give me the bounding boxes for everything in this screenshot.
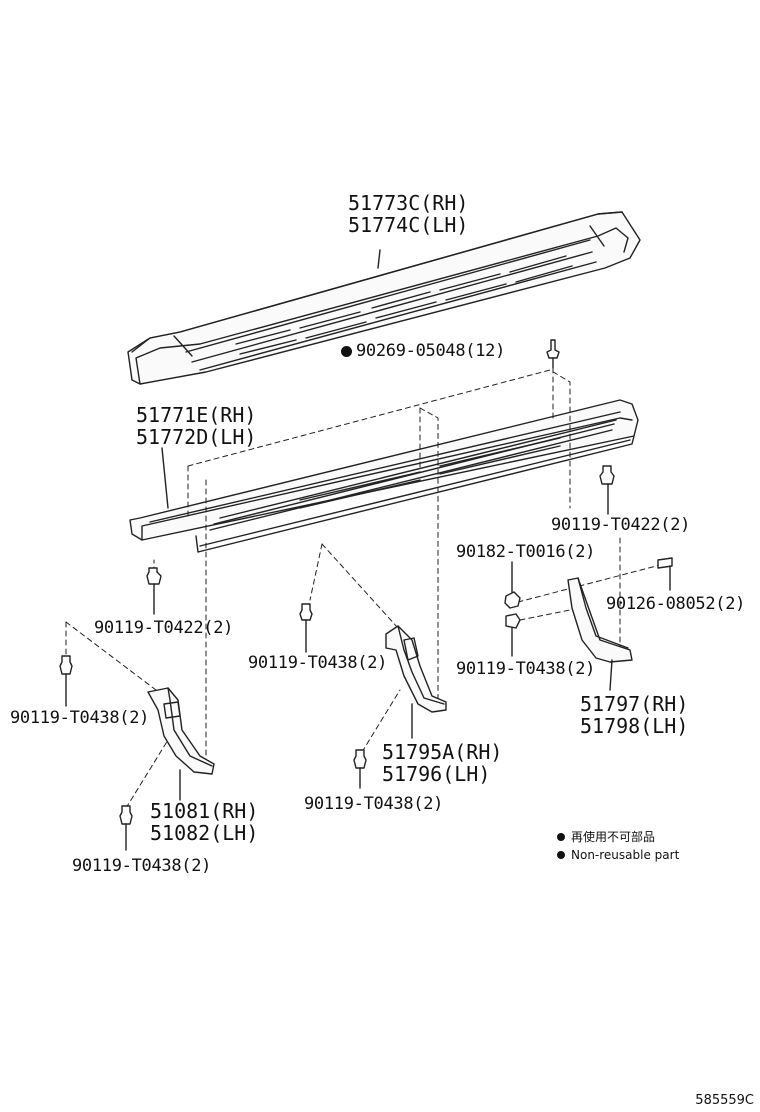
bolt-left-bottom-label: 90119-T0438(2)	[72, 856, 212, 876]
rear-bracket-illustration	[567, 577, 633, 691]
step-panel-illustration	[129, 399, 639, 553]
bolt-left-mid-label: 90119-T0438(2)	[10, 708, 150, 728]
legend-text-japanese: 再使用不可部品	[571, 830, 656, 844]
non-reusable-marker-icon	[341, 346, 352, 357]
bolt-icon	[505, 613, 521, 657]
bolt-right-mid-label: 90119-T0438(2)	[456, 659, 596, 679]
step-panel-label-rh: 51771E(RH)	[136, 403, 257, 427]
stud-icon	[657, 557, 673, 591]
figure-code: 585559C	[695, 1093, 754, 1108]
center-bracket-label-rh: 51795A(RH)	[382, 740, 503, 764]
clip-icon	[546, 339, 560, 369]
center-bracket-label-lh: 51796(LH)	[382, 762, 491, 786]
bolt-center-bottom-label: 90119-T0438(2)	[304, 794, 444, 814]
legend-text-english: Non-reusable part	[571, 848, 680, 862]
step-cover-illustration	[127, 211, 641, 385]
front-bracket-label-rh: 51081(RH)	[150, 799, 259, 823]
bolt-icon	[59, 465, 615, 851]
bolt-center-top-label: 90119-T0438(2)	[248, 653, 388, 673]
front-bracket-illustration	[147, 687, 215, 801]
bolt-right-top-label: 90119-T0422(2)	[551, 515, 691, 535]
rear-bracket-label-lh: 51798(LH)	[580, 714, 689, 738]
legend-row-japanese: 再使用不可部品	[557, 828, 679, 846]
non-reusable-marker-icon	[557, 851, 565, 859]
step-clip-part-number: 90269-05048(12)	[356, 341, 506, 361]
nut-label: 90182-T0016(2)	[456, 542, 596, 562]
non-reusable-marker-icon	[557, 833, 565, 841]
front-bracket-label-lh: 51082(LH)	[150, 821, 259, 845]
step-cover-label-rh: 51773C(RH)	[348, 191, 469, 215]
bolt-left-top-label: 90119-T0422(2)	[94, 618, 234, 638]
stud-label: 90126-08052(2)	[606, 594, 746, 614]
step-cover-label-lh: 51774C(LH)	[348, 213, 469, 237]
step-panel-label-lh: 51772D(LH)	[136, 425, 257, 449]
center-bracket-illustration	[385, 625, 447, 739]
legend-row-english: Non-reusable part	[557, 846, 679, 864]
rear-bracket-label-rh: 51797(RH)	[580, 692, 689, 716]
nut-icon	[504, 561, 521, 609]
legend: 再使用不可部品 Non-reusable part	[557, 828, 679, 864]
step-clip-label: 90269-05048(12)	[341, 342, 505, 361]
